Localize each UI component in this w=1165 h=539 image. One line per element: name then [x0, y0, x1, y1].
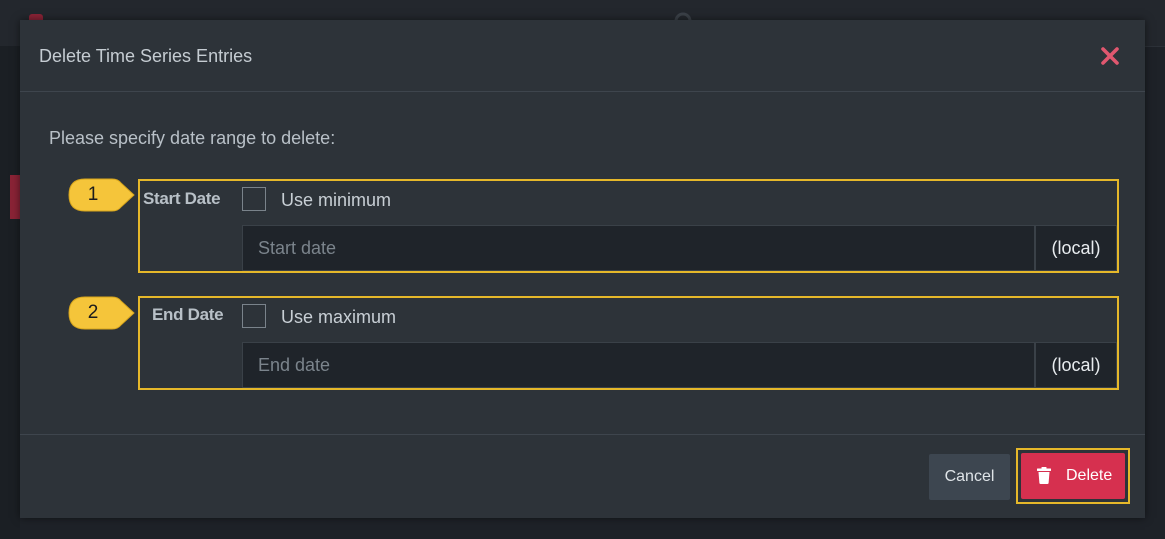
close-icon[interactable] — [1098, 44, 1122, 68]
end-date-section: End Date Use maximum (local) — [138, 296, 1119, 390]
use-maximum-checkbox[interactable] — [242, 304, 266, 328]
end-date-timezone-addon: (local) — [1035, 342, 1117, 388]
start-date-timezone-addon: (local) — [1035, 225, 1117, 271]
trash-icon — [1037, 467, 1051, 484]
start-date-section: Start Date Use minimum (local) — [138, 179, 1119, 273]
delete-button[interactable]: Delete — [1021, 453, 1125, 499]
use-minimum-checkbox[interactable] — [242, 187, 266, 211]
cancel-button[interactable]: Cancel — [929, 454, 1010, 500]
callout-marker-1: 1 — [68, 178, 136, 212]
start-date-label: Start Date — [143, 189, 221, 208]
callout-marker-2: 2 — [68, 296, 136, 330]
callout-number: 1 — [87, 184, 99, 205]
background-active-indicator — [10, 175, 20, 219]
delete-button-highlight: Delete — [1016, 448, 1130, 504]
callout-number: 2 — [87, 302, 99, 323]
end-date-input[interactable] — [242, 342, 1035, 388]
use-maximum-label[interactable]: Use maximum — [281, 307, 397, 327]
background-sidebar — [0, 46, 20, 539]
start-date-input[interactable] — [242, 225, 1035, 271]
use-minimum-label[interactable]: Use minimum — [281, 190, 392, 210]
dialog-prompt: Please specify date range to delete: — [49, 128, 336, 148]
dialog-title: Delete Time Series Entries — [39, 46, 253, 66]
end-date-label: End Date — [152, 305, 224, 324]
delete-dialog: Delete Time Series Entries Please specif… — [20, 20, 1145, 518]
delete-button-label: Delete — [1066, 467, 1113, 484]
dialog-header: Delete Time Series Entries — [20, 20, 1145, 92]
dialog-footer — [20, 434, 1145, 519]
